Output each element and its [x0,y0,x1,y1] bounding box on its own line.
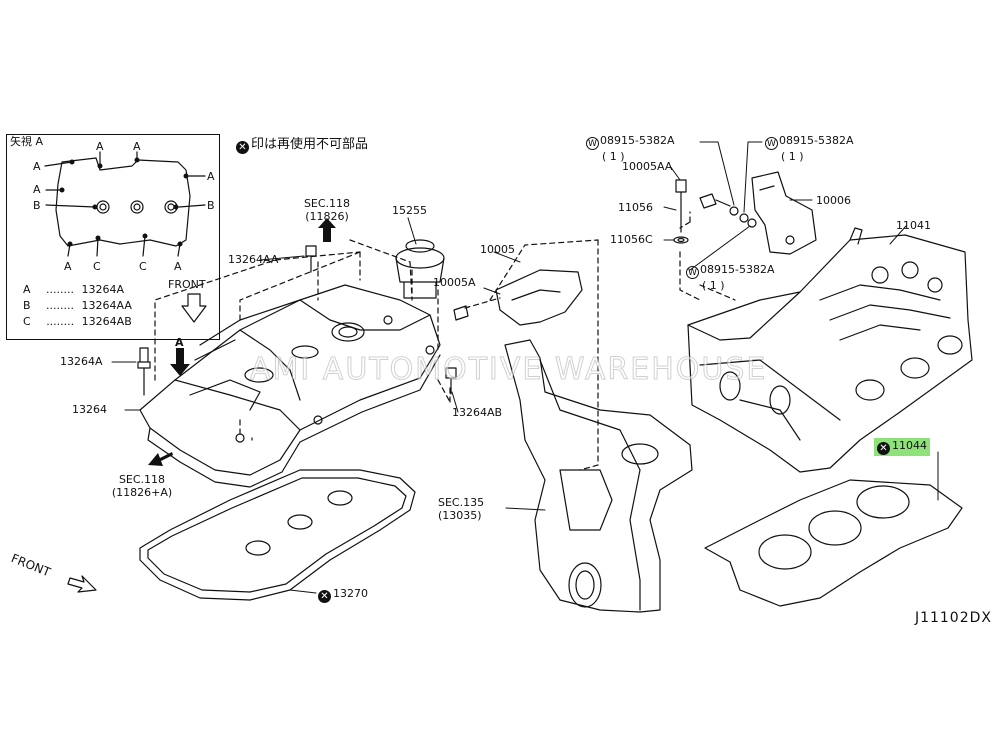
cylinder-head-drawing [687,227,973,473]
part-number: 13270 [333,587,368,600]
legend-row: C ........ 13264AB [23,315,132,328]
front-cover-drawing [504,339,693,613]
inset-mark-a: A [64,260,72,273]
non-reusable-mark-icon: ✕ [318,590,331,603]
legend-part: 13264AB [81,315,132,328]
inset-mark-a: A [33,183,41,196]
label-13270[interactable]: ✕13270 [318,587,368,603]
inset-bolt-points [59,157,189,247]
inset-mark-b: B [207,199,215,212]
section-sub: (13035) [438,509,482,522]
label-15255[interactable]: 15255 [392,204,427,217]
section-ref: SEC.118 [303,197,351,210]
arrow-sec118-top [318,218,336,242]
arrow-sec118-bottom [148,452,173,466]
legend-key: B [23,299,31,312]
quantity: ( 1 ) [781,150,804,163]
inset-front-label: FRONT [168,278,206,291]
legend-key: C [23,315,31,328]
label-13264AB[interactable]: 13264AB [452,406,503,419]
label-10006[interactable]: 10006 [816,194,851,207]
label-13264AA[interactable]: 13264AA [228,253,279,266]
legend-row: B ........ 13264AA [23,299,132,312]
label-11056[interactable]: 11056 [618,201,653,214]
legend-dots: ........ [46,315,75,328]
legend-dots: ........ [46,283,75,296]
inset-mark-a: A [33,160,41,173]
inset-title: 矢視 A [10,135,44,148]
inset-mark-a: A [133,140,141,153]
part-number: 11044 [892,439,927,452]
bracket-10006-drawing [751,171,817,255]
label-11041[interactable]: 11041 [896,219,931,232]
diagram-id: J11102DX [914,610,992,626]
label-sec135[interactable]: SEC.135 (13035) [438,496,484,522]
washer-mark-icon: W [765,137,778,150]
label-10005AA[interactable]: 10005AA [622,160,673,173]
quantity: ( 1 ) [602,150,625,163]
legend-key: A [23,283,31,296]
legend-dots: ........ [46,299,75,312]
label-13264A[interactable]: 13264A [60,355,103,368]
section-sub: (11826) [305,210,349,223]
watermark: AMI AUTOMOTIVE WAREHOUSE [249,352,768,388]
section-ref: SEC.118 [118,473,166,486]
legend-part: 13264A [81,283,125,296]
head-gasket-drawing [704,479,963,607]
part-number: 08915-5382A [700,263,775,276]
note-text: 印は再使用不可部品 [251,137,369,152]
front-arrow-outline [67,575,97,593]
bracket-10005-drawing [495,269,583,326]
label-sec118-top[interactable]: SEC.118 (11826) [292,197,362,223]
view-a-inset [6,134,220,340]
label-11044-highlighted[interactable]: ✕11044 [874,438,930,456]
leader-lines [111,141,939,594]
head-bolts-drawing [673,179,795,245]
part-number: 08915-5382A [600,134,675,147]
inset-mark-b: B [33,199,41,212]
non-reusable-note: ✕印は再使用不可部品 [236,137,368,154]
inset-front-arrow [181,293,207,323]
label-10005A[interactable]: 10005A [433,276,476,289]
inset-mark-a: A [174,260,182,273]
washer-mark-icon: W [686,266,699,279]
cover-bolts [137,245,469,396]
inset-mark-a: A [207,170,215,183]
inset-mark-c: C [139,260,147,273]
quantity: ( 1 ) [702,279,725,292]
label-sec118-bottom[interactable]: SEC.118 (11826+A) [104,473,180,499]
inset-mark-c: C [93,260,101,273]
label-10005[interactable]: 10005 [480,243,515,256]
cover-gasket-drawing [139,469,416,601]
part-number: 08915-5382A [779,134,854,147]
non-reusable-mark-icon: ✕ [877,442,890,455]
legend-part: 13264AA [81,299,132,312]
section-sub: (11826+A) [111,486,173,499]
washer-mark-icon: W [586,137,599,150]
inset-mark-a: A [96,140,104,153]
arrow-a-down [170,348,190,376]
section-ref: SEC.135 [438,496,485,509]
label-view-a: A [175,336,184,349]
legend-row: A ........ 13264A [23,283,124,296]
oil-cap-drawing [395,239,445,299]
non-reusable-mark-icon: ✕ [236,141,249,154]
label-11056C[interactable]: 11056C [610,233,653,246]
label-13264[interactable]: 13264 [72,403,107,416]
projection-lines [154,211,736,471]
valve-cover-drawing [139,284,441,488]
